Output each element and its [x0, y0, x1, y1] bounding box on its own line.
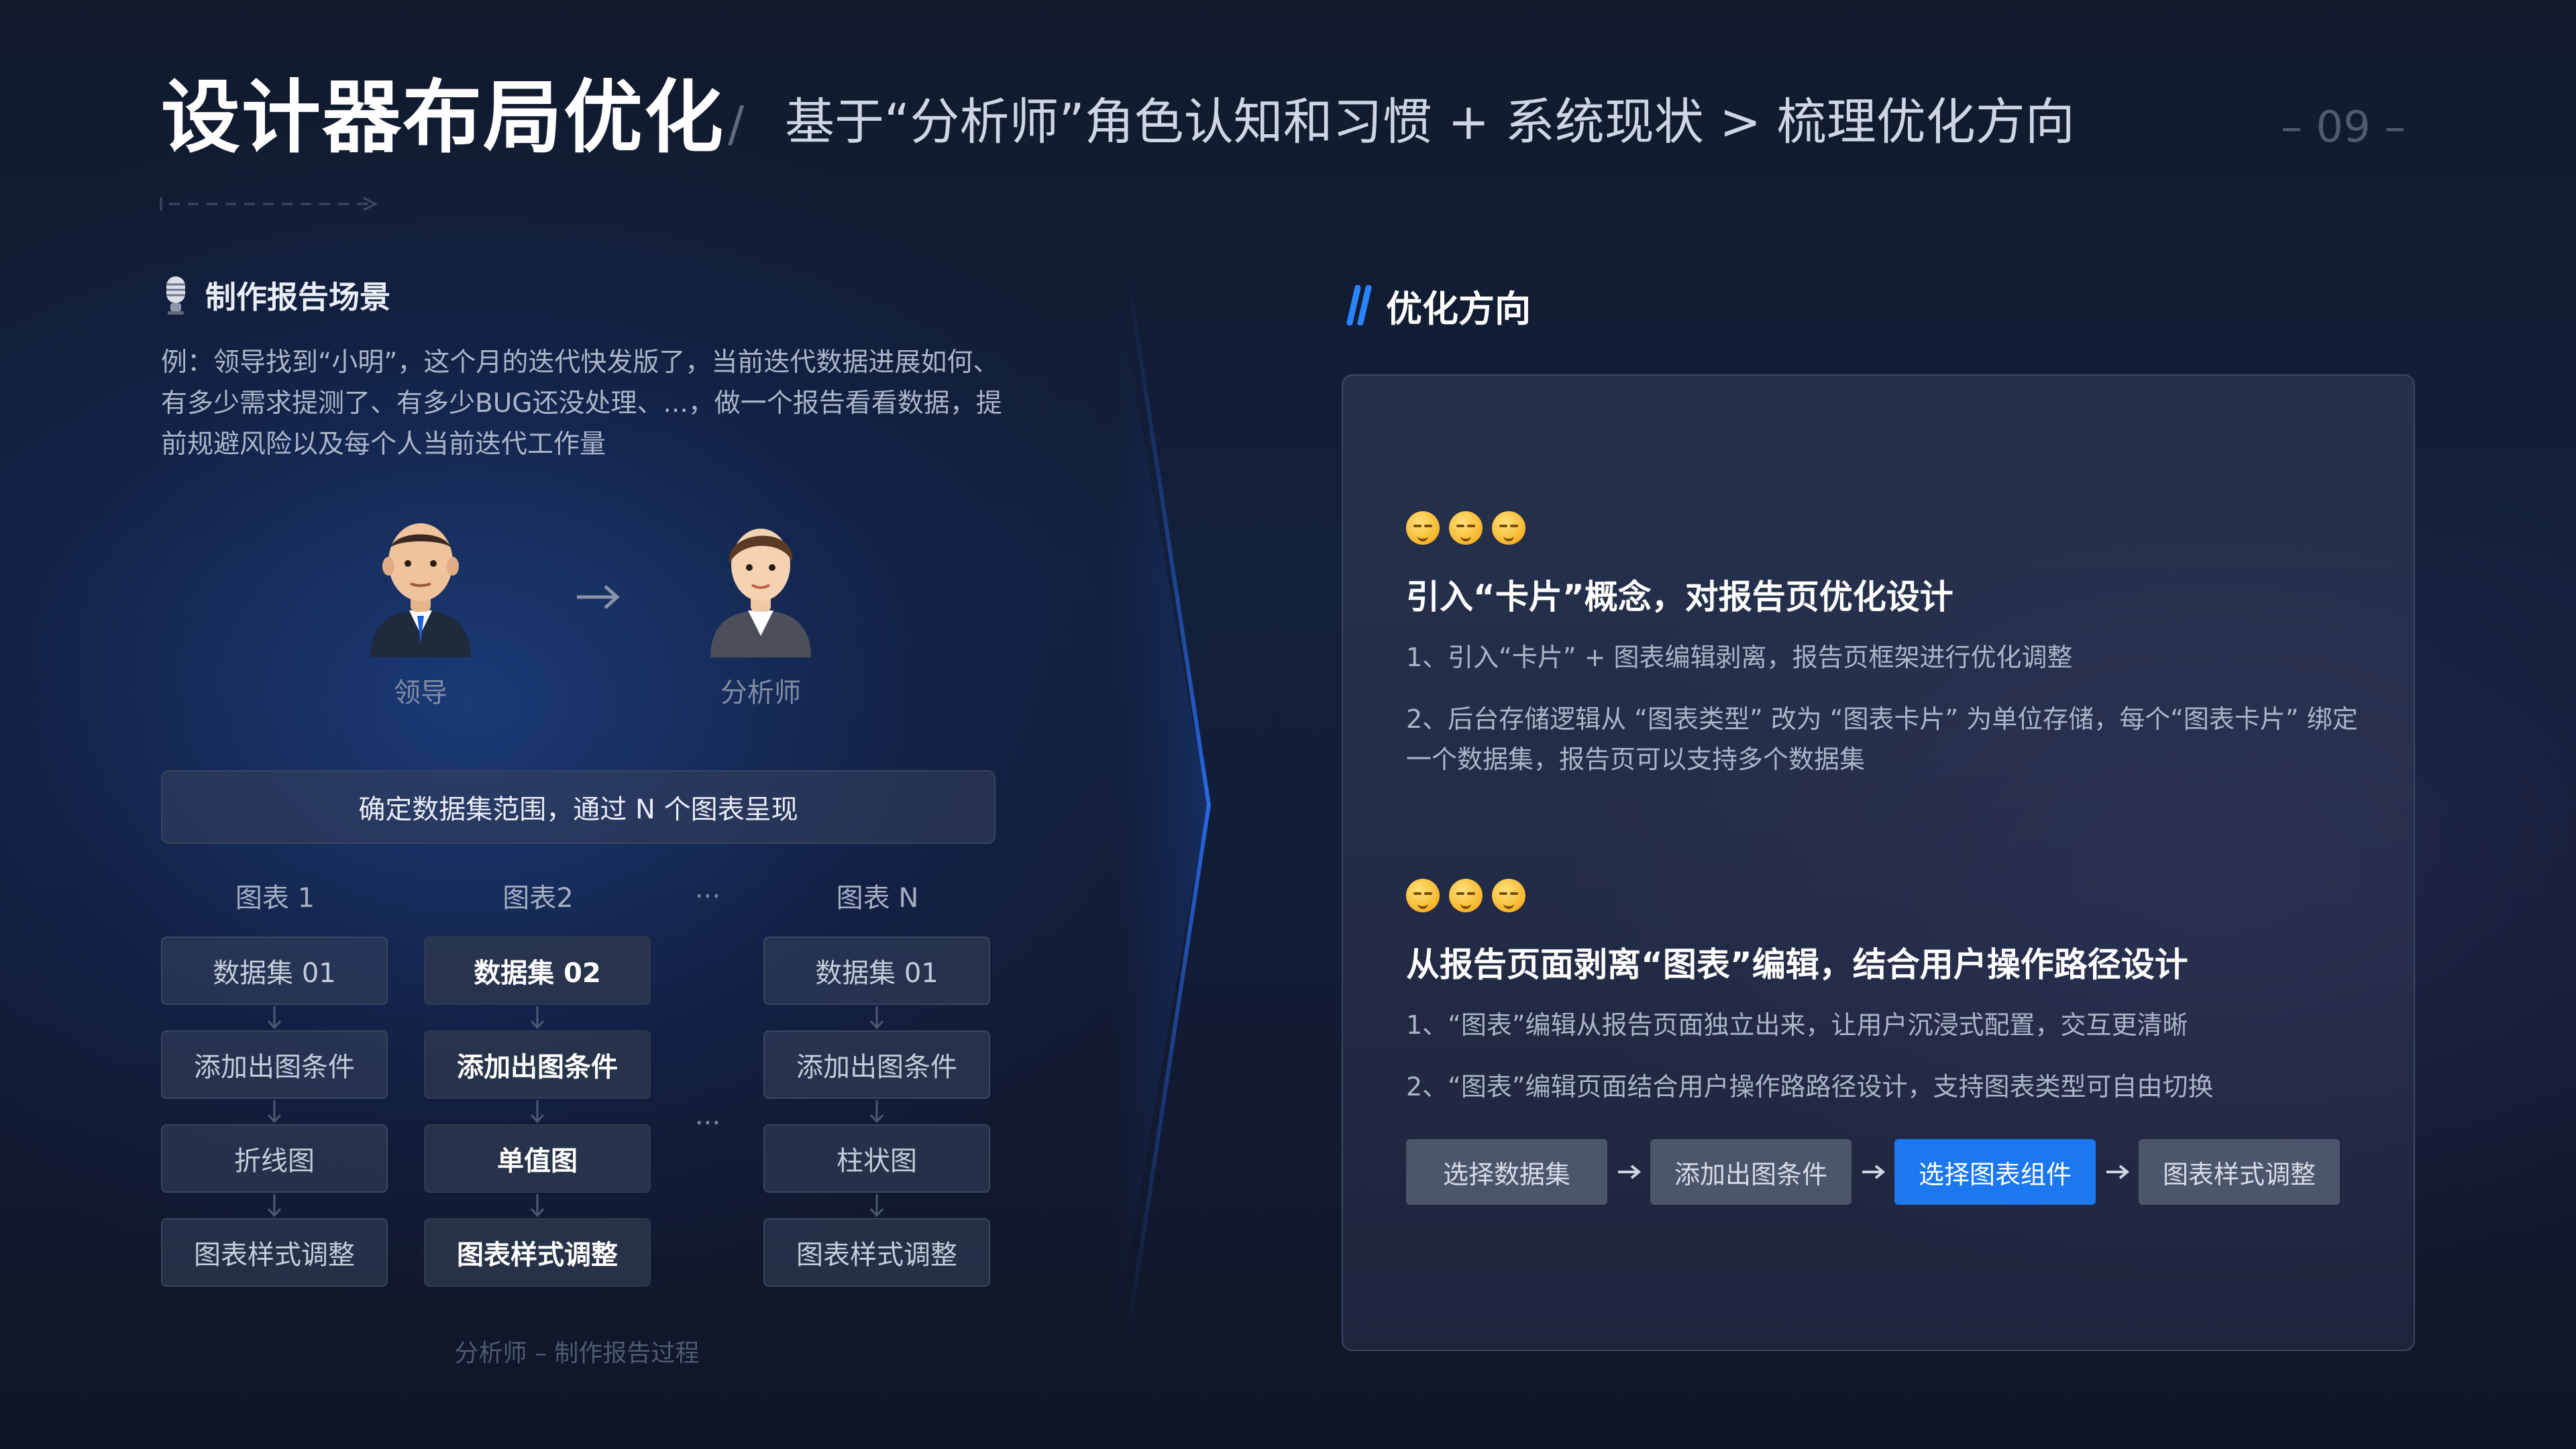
- arrow-down-icon: [763, 1099, 990, 1124]
- style-step: 图表样式调整: [161, 1218, 388, 1287]
- chart-1-header: 图表 1: [235, 883, 315, 914]
- arrow-down-icon: [161, 1005, 388, 1030]
- add-condition-step[interactable]: 添加出图条件: [1650, 1139, 1851, 1205]
- chart-n-header: 图表 N: [836, 883, 919, 914]
- chart-2-column: 数据集 02 添加出图条件 单值图 图表样式调整: [424, 936, 651, 1287]
- optimization-item-line: 1、“图表”编辑从报告页面独立出来，让用户沉浸式配置，交互更清晰: [1406, 1010, 2188, 1040]
- chart-type-step: 单值图: [424, 1124, 651, 1193]
- optimization-item-title: 从报告页面剥离“图表”编辑，结合用户操作路径设计: [1406, 945, 2188, 984]
- chart-1-column: 数据集 01 添加出图条件 折线图 图表样式调整: [161, 936, 388, 1287]
- smile-emoji-icon: [1449, 511, 1483, 545]
- condition-step: 添加出图条件: [161, 1030, 388, 1099]
- arrow-right-icon: [1607, 1139, 1650, 1205]
- condition-step: 添加出图条件: [763, 1030, 990, 1099]
- scenario-description: 例：领导找到“小明”，这个月的迭代快发版了，当前迭代数据进展如何、有多少需求提测…: [161, 347, 1002, 460]
- optimization-title: 优化方向: [1386, 287, 1531, 330]
- emoji-group: [1406, 879, 1525, 912]
- dashed-arrow-decoration: [160, 197, 378, 211]
- analyst-label: 分析师: [720, 678, 801, 708]
- arrow-down-icon: [763, 1005, 990, 1030]
- arrow-down-icon: [424, 1005, 651, 1030]
- smile-emoji-icon: [1449, 879, 1483, 912]
- dataset-step: 数据集 01: [161, 936, 388, 1005]
- smile-emoji-icon: [1406, 511, 1440, 545]
- select-dataset-step[interactable]: 选择数据集: [1406, 1139, 1607, 1205]
- arrow-down-icon: [424, 1099, 651, 1124]
- chart-2-header: 图表2: [502, 883, 574, 914]
- style-step: 图表样式调整: [763, 1218, 990, 1287]
- arrow-right-icon: [1851, 1139, 1894, 1205]
- arrow-down-icon: [161, 1099, 388, 1124]
- title-separator: /: [728, 96, 745, 152]
- scenario-heading: 制作报告场景: [161, 268, 390, 322]
- optimization-item-line: 2、“图表”编辑页面结合用户操作路路径设计，支持图表类型可自由切换: [1406, 1072, 2214, 1102]
- chevron-divider: [1114, 268, 1212, 1342]
- smile-emoji-icon: [1406, 879, 1440, 912]
- page-subtitle: 基于“分析师”角色认知和习惯 + 系统现状 > 梳理优化方向: [785, 93, 2075, 151]
- flow-caption: 分析师 – 制作报告过程: [454, 1340, 700, 1367]
- optimization-item-line: 1、引入“卡片” + 图表编辑剥离，报告页框架进行优化调整: [1406, 643, 2073, 672]
- style-step: 图表样式调整: [424, 1218, 651, 1287]
- leader-figure: 领导: [347, 517, 494, 710]
- chart-n-column: 数据集 01 添加出图条件 柱状图 图表样式调整: [763, 936, 990, 1287]
- smile-emoji-icon: [1492, 511, 1525, 545]
- microphone-icon: [166, 276, 185, 315]
- ellipsis: ...: [694, 873, 721, 904]
- dataset-step: 数据集 02: [424, 936, 651, 1005]
- optimization-item-title: 引入“卡片”概念，对报告页优化设计: [1406, 578, 1953, 616]
- smile-emoji-icon: [1492, 879, 1525, 912]
- ellipsis: ...: [694, 1100, 721, 1131]
- page-number: – 09 –: [2281, 103, 2406, 152]
- leader-label: 领导: [394, 678, 447, 708]
- chart-style-step[interactable]: 图表样式调整: [2139, 1139, 2340, 1205]
- optimization-item-line: 2、后台存储逻辑从 “图表类型” 改为 “图表卡片” 为单位存储，每个“图表卡片…: [1406, 704, 2358, 774]
- arrow-right-icon: [2096, 1139, 2139, 1205]
- arrow-down-icon: [161, 1193, 388, 1218]
- arrow-right-icon: [577, 585, 620, 609]
- arrow-down-icon: [424, 1193, 651, 1218]
- select-chart-component-step[interactable]: 选择图表组件: [1894, 1139, 2096, 1205]
- process-steps: 选择数据集 添加出图条件 选择图表组件 图表样式调整: [1406, 1139, 2340, 1205]
- leader-avatar: [370, 523, 471, 657]
- chart-type-step: 柱状图: [763, 1124, 990, 1193]
- dataset-step: 数据集 01: [763, 936, 990, 1005]
- dataset-range-box: 确定数据集范围，通过 N 个图表呈现: [161, 770, 996, 844]
- double-slash-icon: [1346, 285, 1372, 325]
- optimization-heading: 优化方向: [1342, 278, 1531, 332]
- analyst-avatar: [710, 529, 811, 657]
- scenario-title: 制作报告场景: [205, 279, 390, 315]
- chart-type-step: 折线图: [161, 1124, 388, 1193]
- emoji-group: [1406, 511, 1525, 545]
- page-title: 设计器布局优化: [161, 71, 725, 164]
- arrow-down-icon: [763, 1193, 990, 1218]
- analyst-figure: 分析师: [687, 517, 835, 710]
- condition-step: 添加出图条件: [424, 1030, 651, 1099]
